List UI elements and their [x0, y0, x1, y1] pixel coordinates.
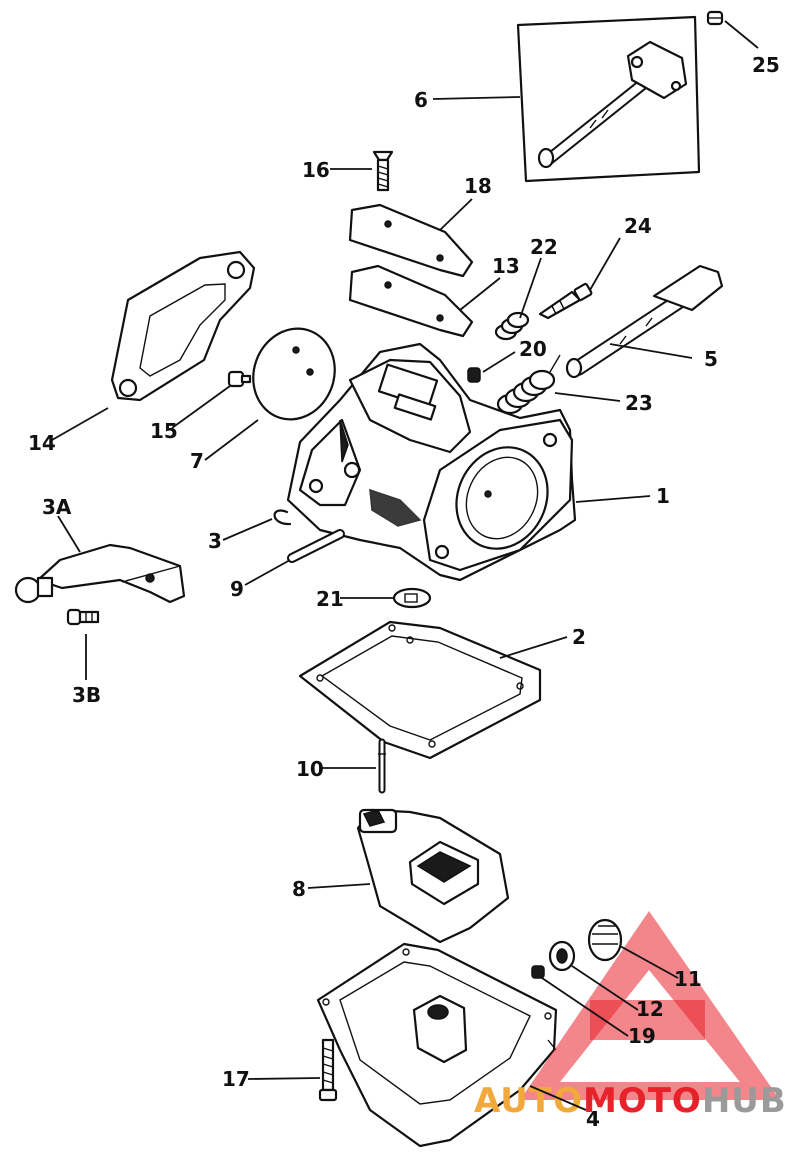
part-23-spring — [496, 354, 561, 415]
part-15-screw — [227, 370, 252, 388]
part-7-throttle-plate — [252, 327, 336, 421]
part-19-screw — [531, 965, 545, 979]
part-5-shaft — [565, 264, 724, 379]
callout-3A: 3A — [42, 495, 72, 519]
watermark-logo: AUTOMOTOHUB — [474, 911, 787, 1121]
callout-16: 16 — [302, 158, 330, 182]
part-3A-lever — [14, 543, 186, 604]
part-3B-screw — [66, 608, 100, 626]
part-1-carburetor-body — [286, 342, 577, 582]
leader-lines — [51, 20, 759, 1111]
callout-8: 8 — [292, 877, 306, 901]
callout-4: 4 — [586, 1107, 600, 1131]
part-21-washer — [392, 587, 432, 609]
part-4-float-bowl — [316, 942, 558, 1148]
part-24-screw — [538, 282, 593, 320]
callout-9: 9 — [230, 577, 244, 601]
callout-6: 6 — [414, 88, 428, 112]
callout-3B: 3B — [72, 683, 101, 707]
callout-20: 20 — [519, 337, 547, 361]
part-3-clip — [273, 509, 292, 526]
callout-11: 11 — [674, 967, 702, 991]
callout-19: 19 — [628, 1024, 656, 1048]
part-2-gasket — [298, 620, 542, 760]
callout-10: 10 — [296, 757, 324, 781]
callout-18: 18 — [464, 174, 492, 198]
part-6-throttle-shaft — [516, 15, 701, 183]
part-16-screw — [372, 150, 394, 192]
part-8-float — [356, 808, 510, 944]
part-20-nut — [467, 367, 481, 383]
part-9-pin — [287, 529, 345, 563]
callout-13: 13 — [492, 254, 520, 278]
watermark-moto: MOTO — [583, 1081, 702, 1121]
callout-3: 3 — [208, 529, 222, 553]
part-18-plate — [348, 203, 474, 278]
callout-5: 5 — [704, 347, 718, 371]
callout-24: 24 — [624, 214, 652, 238]
part-22-spring — [494, 311, 530, 341]
callout-14: 14 — [28, 431, 56, 455]
callout-17: 17 — [222, 1067, 250, 1091]
part-14-gasket — [110, 250, 256, 402]
callout-12: 12 — [636, 997, 664, 1021]
callout-22: 22 — [530, 235, 558, 259]
part-11-plug — [587, 918, 623, 962]
callout-15: 15 — [150, 419, 178, 443]
callout-2: 2 — [572, 625, 586, 649]
callout-25: 25 — [752, 53, 780, 77]
watermark-hub: HUB — [702, 1081, 787, 1121]
callout-23: 23 — [625, 391, 653, 415]
callout-labels: 25 6 16 18 24 22 13 20 5 23 14 15 7 1 3A… — [28, 53, 780, 1131]
part-17-screw — [318, 1038, 338, 1102]
callout-7: 7 — [190, 449, 204, 473]
part-13-plate — [348, 264, 474, 338]
svg-text:AUTOMOTOHUB: AUTOMOTOHUB — [474, 1081, 787, 1121]
callout-1: 1 — [656, 484, 670, 508]
part-10-needle — [378, 738, 386, 794]
part-25-screw — [706, 10, 724, 26]
part-12-washer — [548, 940, 576, 972]
callout-21: 21 — [316, 587, 344, 611]
